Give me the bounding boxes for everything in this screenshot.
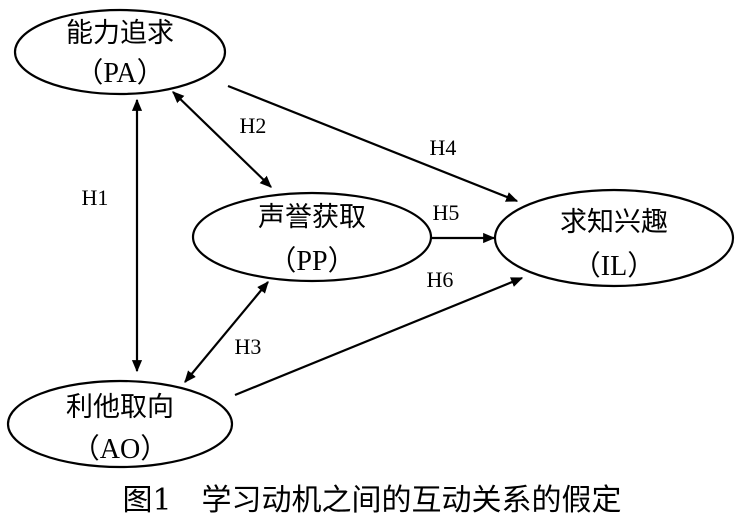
node-il-name: 求知兴趣 (560, 207, 668, 238)
edge-h3-arrow (184, 281, 269, 383)
edge-h4-arrow (227, 84, 519, 203)
node-pp: 声誉获取 （PP） (191, 191, 433, 283)
node-pa-abbr: （PA） (75, 57, 164, 89)
node-ao-abbr: （AO） (72, 433, 168, 465)
node-pa: 能力追求 （PA） (13, 8, 227, 96)
edge-label-h2: H2 (240, 113, 267, 138)
node-il: 求知兴趣 （IL） (493, 188, 735, 288)
node-pa-name: 能力追求 (66, 18, 174, 49)
edge-label-h4: H4 (430, 135, 457, 160)
edge-label-h3: H3 (235, 334, 262, 359)
node-il-ellipse (493, 188, 735, 288)
node-ao: 利他取向 （AO） (6, 379, 234, 469)
edge-h6-arrow (234, 276, 524, 397)
edge-label-h5: H5 (433, 200, 460, 225)
figure-caption: 图1 学习动机之间的互动关系的假定 (122, 483, 621, 518)
edge-label-h1: H1 (82, 185, 109, 210)
node-pp-ellipse (191, 191, 433, 283)
node-pa-ellipse (13, 8, 227, 96)
edge-h2-arrow (172, 91, 272, 188)
node-il-abbr: （IL） (573, 250, 655, 282)
node-pp-name: 声誉获取 (258, 202, 366, 233)
node-pp-abbr: （PP） (268, 245, 355, 277)
node-ao-ellipse (6, 379, 234, 469)
node-ao-name: 利他取向 (66, 392, 174, 423)
edge-label-h6: H6 (427, 267, 454, 292)
